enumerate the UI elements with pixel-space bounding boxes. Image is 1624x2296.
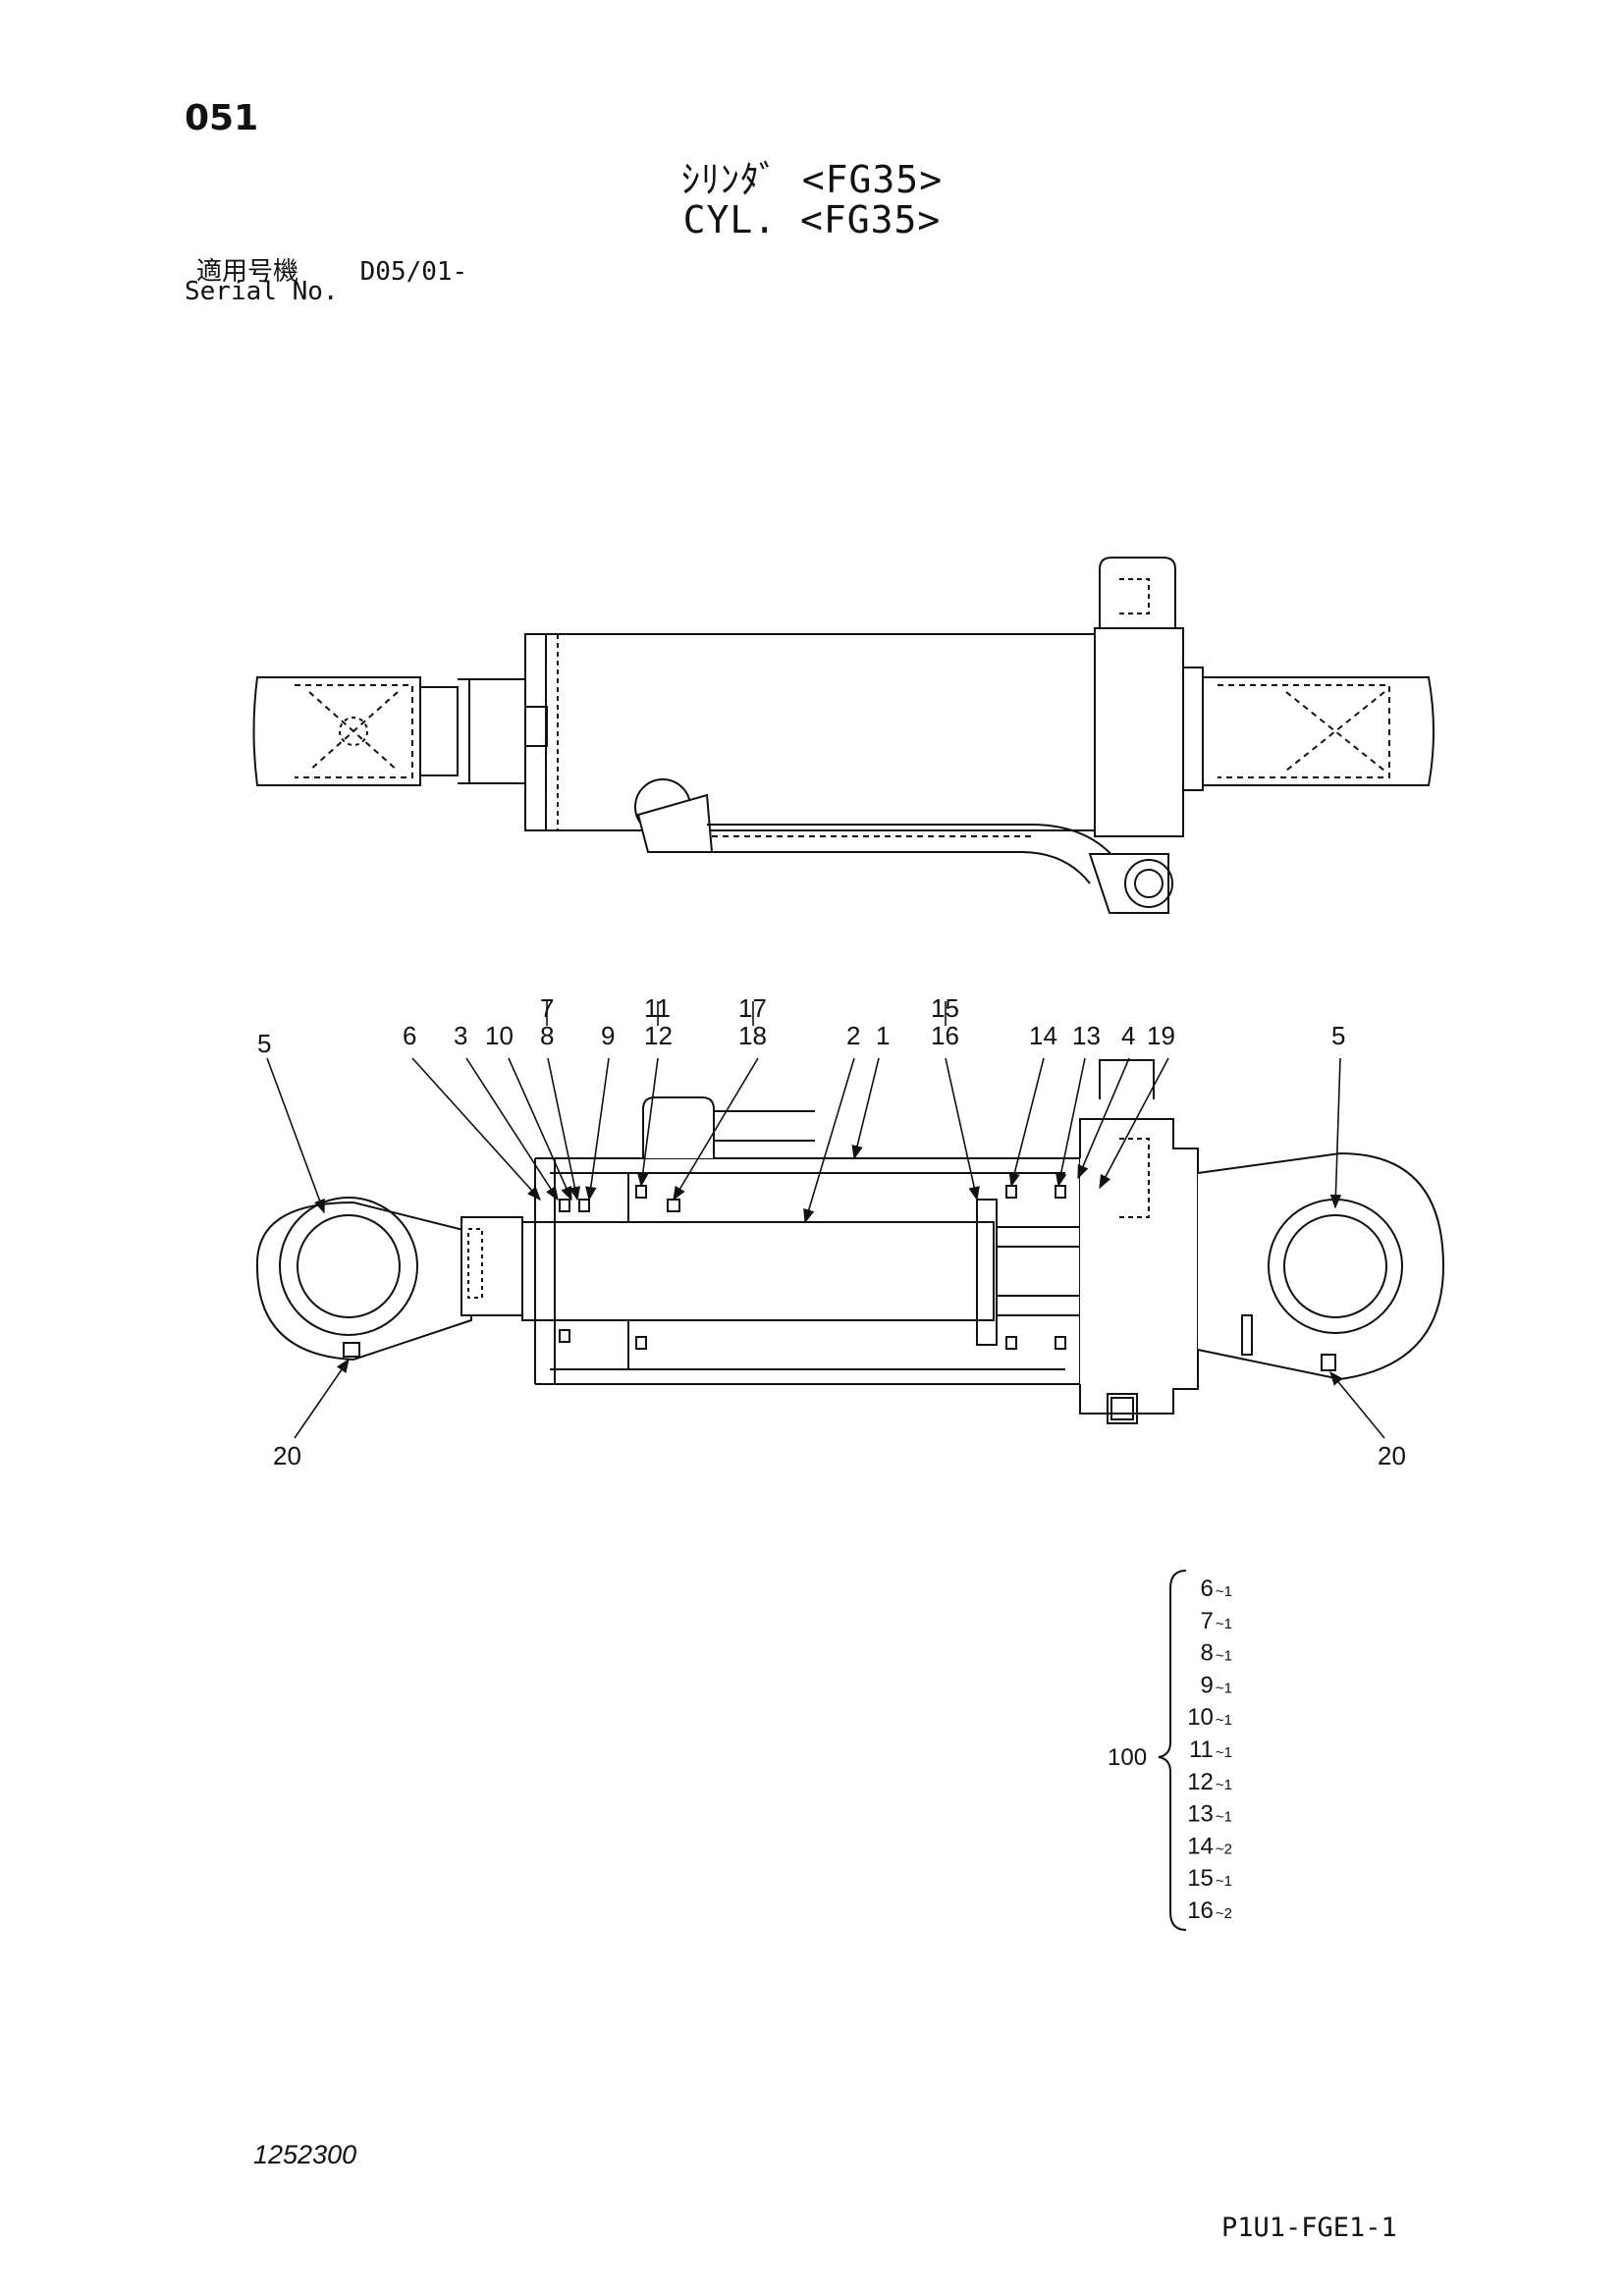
kit-item-qty: ~1 — [1216, 1873, 1232, 1890]
callout-4: 4 — [1121, 1021, 1135, 1050]
kit-item-13: 13~1 — [1187, 1801, 1232, 1828]
kit-item-8: 8~1 — [1201, 1640, 1232, 1667]
serial-label-jp: 適用号機 — [196, 257, 299, 287]
serial-applicability: 適用号機 D05/01- — [196, 251, 467, 288]
callout-15: 15 — [931, 993, 959, 1023]
serial-label-en: Serial No. — [185, 277, 339, 306]
callout-17: 17 — [738, 993, 767, 1023]
serial-value: D05/01- — [359, 257, 468, 287]
callout-5-right: 5 — [1331, 1021, 1345, 1050]
kit-item-14: 14~2 — [1187, 1833, 1232, 1859]
callout-2: 2 — [846, 1021, 860, 1050]
kit-item-qty: ~1 — [1216, 1777, 1232, 1793]
kit-item-6: 6~1 — [1201, 1575, 1232, 1602]
kit-item-9: 9~1 — [1201, 1672, 1232, 1698]
kit-contents: 6~1 7~1 8~1 9~1 10~1 11~1 12~1 13~1 14~2 15~1 16~2 — [1187, 1575, 1232, 1924]
kit-item-16: 16~2 — [1187, 1897, 1232, 1924]
callout-1: 1 — [876, 1021, 890, 1050]
kit-item-qty: ~1 — [1216, 1648, 1232, 1665]
callout-10: 10 — [485, 1021, 514, 1050]
page-number: 051 — [185, 98, 259, 138]
kit-item-qty: ~1 — [1216, 1809, 1232, 1826]
callout-20-left: 20 — [273, 1441, 301, 1470]
callout-6: 6 — [403, 1021, 416, 1050]
callout-19: 19 — [1147, 1021, 1175, 1050]
kit-item-10: 10~1 — [1187, 1704, 1232, 1731]
kit-item-qty: ~1 — [1216, 1680, 1232, 1696]
kit-item-11: 11~1 — [1189, 1736, 1232, 1763]
callout-14: 14 — [1029, 1021, 1057, 1050]
kit-item-qty: ~1 — [1216, 1744, 1232, 1761]
callout-7: 7 — [540, 993, 554, 1023]
cylinder-section-view — [255, 1059, 1445, 1424]
callout-5-left: 5 — [257, 1029, 271, 1058]
callout-13: 13 — [1072, 1021, 1101, 1050]
kit-brace — [1158, 1570, 1187, 1931]
callout-9: 9 — [601, 1021, 615, 1050]
kit-item-qty: ~1 — [1216, 1616, 1232, 1632]
callout-labels: 5 6 3 10 7 8 9 11 12 17 18 2 1 15 16 14 … — [257, 993, 1406, 1470]
callout-11: 11 — [644, 993, 671, 1023]
kit-item-7: 7~1 — [1201, 1608, 1232, 1634]
callout-3: 3 — [454, 1021, 467, 1050]
kit-item-qty: ~1 — [1216, 1712, 1232, 1729]
drawing-number: 1252300 — [253, 2140, 357, 2169]
kit-item-qty: ~2 — [1216, 1841, 1232, 1857]
callout-8: 8 — [540, 1021, 554, 1050]
callout-18: 18 — [738, 1021, 767, 1050]
kit-label: 100 — [1108, 1744, 1147, 1771]
callout-12: 12 — [644, 1021, 673, 1050]
kit-item-qty: ~2 — [1216, 1905, 1232, 1922]
kit-item-qty: ~1 — [1216, 1583, 1232, 1600]
callout-20-right: 20 — [1378, 1441, 1406, 1470]
kit-item-12: 12~1 — [1187, 1769, 1232, 1795]
kit-item-15: 15~1 — [1187, 1865, 1232, 1892]
cylinder-exterior-view — [252, 557, 1435, 914]
callout-16: 16 — [931, 1021, 959, 1050]
title-english: CYL. <FG35> — [682, 198, 942, 241]
page-code: P1U1-FGE1-1 — [1221, 2213, 1397, 2243]
leader-lines — [266, 1001, 1385, 1439]
title-japanese: ｼﾘﾝﾀﾞ <FG35> — [680, 158, 944, 201]
